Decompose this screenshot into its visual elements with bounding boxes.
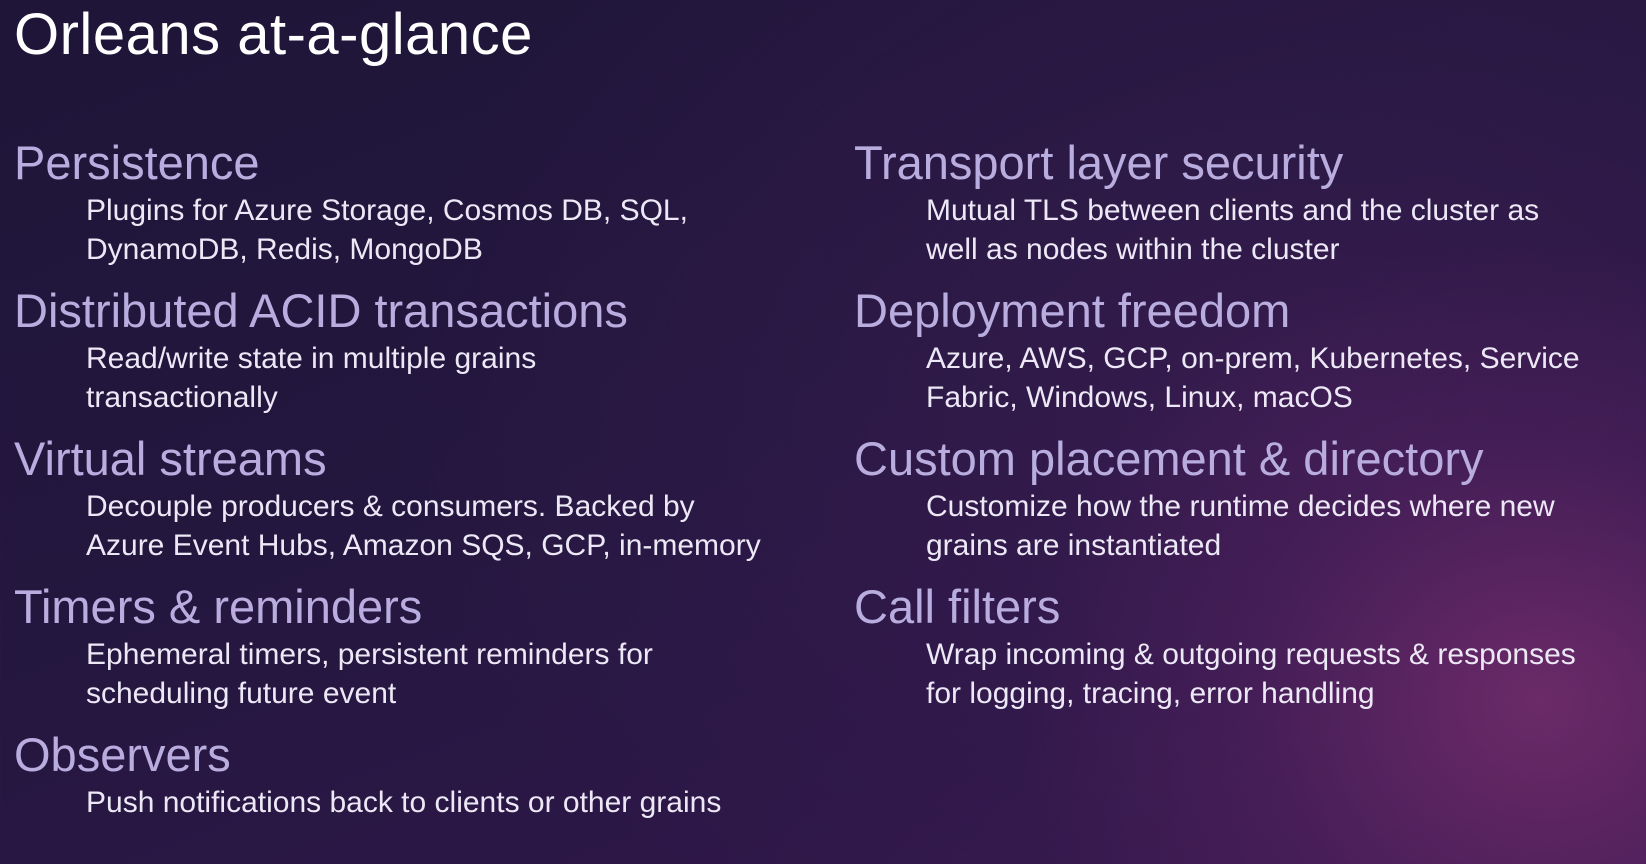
feature-transport-layer-security: Transport layer security Mutual TLS betw… <box>854 134 1644 282</box>
feature-description-line: DynamoDB, Redis, MongoDB <box>86 232 483 266</box>
feature-call-filters: Call filters Wrap incoming & outgoing re… <box>854 578 1644 726</box>
features-left-column: Persistence Plugins for Azure Storage, C… <box>14 134 804 864</box>
feature-heading: Transport layer security <box>854 136 1344 189</box>
feature-description-line: for logging, tracing, error handling <box>926 676 1375 710</box>
feature-heading: Persistence <box>14 136 260 189</box>
feature-description-line: Fabric, Windows, Linux, macOS <box>926 380 1353 414</box>
feature-description-line: Ephemeral timers, persistent reminders f… <box>86 638 653 671</box>
feature-deployment-freedom: Deployment freedom Azure, AWS, GCP, on-p… <box>854 282 1644 430</box>
feature-heading: Deployment freedom <box>854 284 1291 337</box>
feature-description: Push notifications back to clients or ot… <box>86 784 804 823</box>
feature-description: Ephemeral timers, persistent reminders f… <box>86 636 804 713</box>
feature-virtual-streams: Virtual streams Decouple producers & con… <box>14 430 804 578</box>
feature-distributed-acid-transactions: Distributed ACID transactions Read/write… <box>14 282 804 430</box>
feature-heading: Custom placement & directory <box>854 432 1484 485</box>
feature-heading: Observers <box>14 728 231 781</box>
feature-description-line: Wrap incoming & outgoing requests & resp… <box>926 638 1576 671</box>
feature-description: Azure, AWS, GCP, on-prem, Kubernetes, Se… <box>926 340 1644 417</box>
feature-description: Read/write state in multiple grains tran… <box>86 340 804 417</box>
feature-description-line: Mutual TLS between clients and the clust… <box>926 194 1540 227</box>
feature-heading: Call filters <box>854 580 1061 633</box>
feature-description: Mutual TLS between clients and the clust… <box>926 192 1644 269</box>
feature-description-line: Decouple producers & consumers. Backed b… <box>86 490 695 523</box>
feature-description-line: Push notifications back to clients or ot… <box>86 786 722 819</box>
feature-description: Wrap incoming & outgoing requests & resp… <box>926 636 1644 713</box>
feature-description: Decouple producers & consumers. Backed b… <box>86 488 804 565</box>
feature-timers-reminders: Timers & reminders Ephemeral timers, per… <box>14 578 804 726</box>
feature-description-line: scheduling future event <box>86 676 397 710</box>
features-right-column: Transport layer security Mutual TLS betw… <box>854 134 1644 726</box>
feature-heading: Virtual streams <box>14 432 327 485</box>
feature-observers: Observers Push notifications back to cli… <box>14 726 804 864</box>
slide-title: Orleans at-a-glance <box>14 2 533 67</box>
feature-description-line: grains are instantiated <box>926 528 1222 562</box>
feature-custom-placement-directory: Custom placement & directory Customize h… <box>854 430 1644 578</box>
feature-heading: Distributed ACID transactions <box>14 284 628 337</box>
feature-description: Plugins for Azure Storage, Cosmos DB, SQ… <box>86 192 804 269</box>
feature-description-line: well as nodes within the cluster <box>926 232 1340 266</box>
feature-persistence: Persistence Plugins for Azure Storage, C… <box>14 134 804 282</box>
feature-description-line: transactionally <box>86 380 278 414</box>
feature-description-line: Read/write state in multiple grains <box>86 342 537 375</box>
feature-description-line: Customize how the runtime decides where … <box>926 490 1555 523</box>
feature-description-line: Azure, AWS, GCP, on-prem, Kubernetes, Se… <box>926 342 1580 375</box>
feature-description-line: Azure Event Hubs, Amazon SQS, GCP, in-me… <box>86 528 761 562</box>
feature-description: Customize how the runtime decides where … <box>926 488 1644 565</box>
feature-description-line: Plugins for Azure Storage, Cosmos DB, SQ… <box>86 194 688 227</box>
feature-heading: Timers & reminders <box>14 580 423 633</box>
